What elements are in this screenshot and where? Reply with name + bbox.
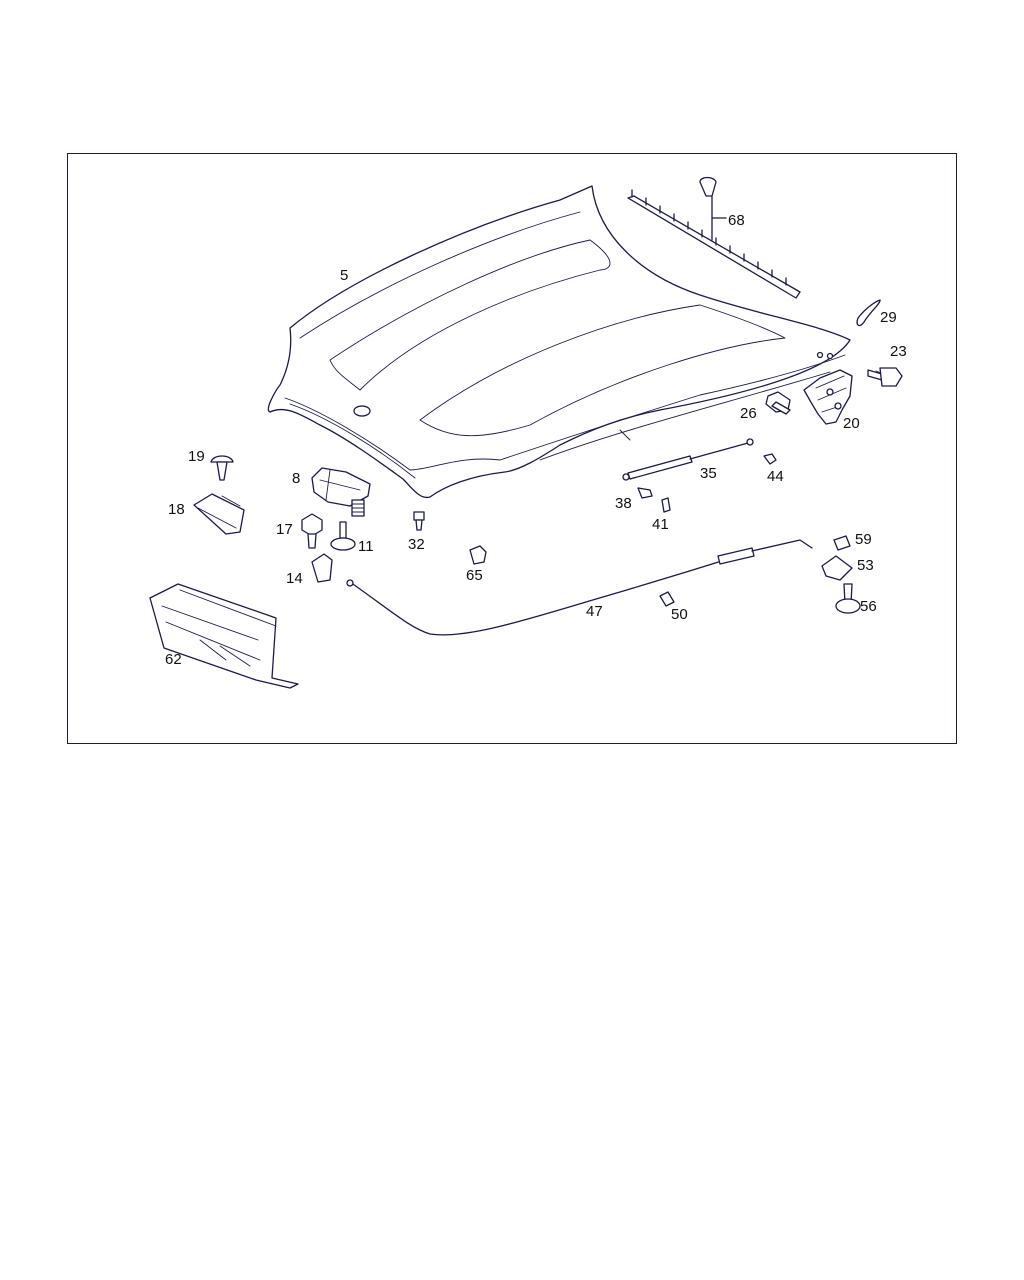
- bolt-23-part: [867, 367, 903, 387]
- label-26: 26: [740, 405, 757, 422]
- label-38: 38: [615, 495, 632, 512]
- label-32: 32: [408, 536, 425, 553]
- label-14: 14: [286, 570, 303, 587]
- seal-clips: [631, 189, 787, 286]
- label-35: 35: [700, 465, 717, 482]
- air-duct-part: [149, 583, 299, 689]
- label-18: 18: [168, 501, 185, 518]
- clip-41-part: [661, 497, 671, 513]
- label-11: 11: [358, 538, 374, 555]
- label-8: 8: [292, 470, 300, 487]
- label-20: 20: [843, 415, 860, 432]
- hinge-part: [803, 369, 853, 425]
- label-47: 47: [586, 603, 603, 620]
- ball-stud-38-part: [637, 487, 653, 499]
- seal-strip-part: [627, 176, 801, 299]
- wiper-bracket-part: [856, 299, 881, 327]
- release-cable-part: [346, 539, 813, 636]
- label-29: 29: [880, 309, 897, 326]
- label-53: 53: [857, 557, 874, 574]
- nut-65-part: [469, 545, 487, 565]
- label-62: 62: [165, 651, 182, 668]
- holder-53-part: [821, 555, 853, 581]
- label-23: 23: [890, 343, 907, 360]
- hood-lock-part: [311, 467, 371, 517]
- label-17: 17: [276, 521, 293, 538]
- bolt-17-part: [301, 513, 323, 549]
- label-65: 65: [466, 567, 483, 584]
- label-50: 50: [671, 606, 688, 623]
- ball-stud-44-part: [763, 453, 777, 465]
- part-labels: 5 68 29 23 26 20 19 8 18 17 11 14 32 35 …: [165, 212, 907, 668]
- label-41: 41: [652, 516, 669, 533]
- bolt-26-part: [765, 391, 791, 415]
- clip-50-part: [659, 591, 675, 607]
- diagram-frame: [67, 153, 957, 744]
- rivet-19-part: [210, 455, 234, 481]
- gas-strut-part: [622, 438, 754, 481]
- screw-56-part: [835, 583, 861, 614]
- clip-59-part: [833, 535, 851, 551]
- label-59: 59: [855, 531, 872, 548]
- label-56: 56: [860, 598, 877, 615]
- label-5: 5: [340, 267, 348, 284]
- label-44: 44: [767, 468, 784, 485]
- bolt-11-part: [330, 521, 356, 551]
- clip-14-part: [311, 553, 333, 583]
- bracket-18-part: [193, 493, 245, 535]
- buffer-32-part: [413, 511, 425, 531]
- label-19: 19: [188, 448, 205, 465]
- hood-part: [267, 185, 851, 499]
- label-68: 68: [728, 212, 745, 229]
